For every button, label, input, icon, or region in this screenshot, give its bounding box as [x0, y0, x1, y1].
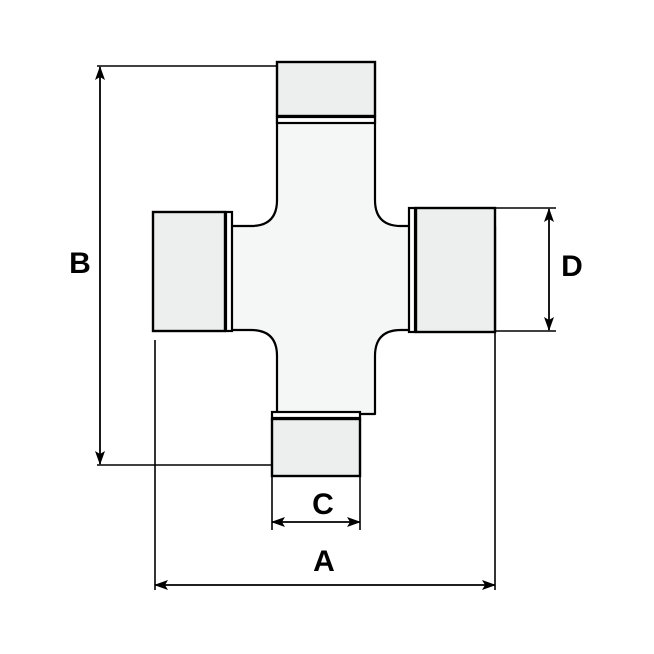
cross-body	[158, 116, 497, 416]
cross-body-outline	[158, 116, 497, 416]
bearing-cap-left-body	[151, 210, 227, 333]
bearing-cap-top	[275, 60, 377, 125]
bearing-cap-top-seal	[275, 115, 377, 125]
dimension-label-c: C	[312, 488, 334, 521]
dimension-label-b: B	[69, 247, 91, 280]
bearing-cap-bottom-body	[270, 417, 362, 478]
dimension-label-d: D	[561, 250, 583, 283]
bearing-cap-right-seal	[407, 206, 417, 334]
bearing-cap-bottom	[270, 410, 362, 478]
dimension-label-a: A	[313, 545, 335, 578]
bearing-cap-right	[407, 206, 497, 334]
bearing-cap-bottom-seal	[270, 410, 362, 420]
bearing-cap-left	[151, 210, 234, 333]
dimension-lines	[95, 66, 554, 590]
bearing-cap-right-body	[414, 206, 497, 334]
dimension-labels: B A C D	[69, 247, 583, 578]
bearing-cap-left-seal	[224, 210, 234, 333]
bearing-cap-top-body	[275, 60, 377, 118]
